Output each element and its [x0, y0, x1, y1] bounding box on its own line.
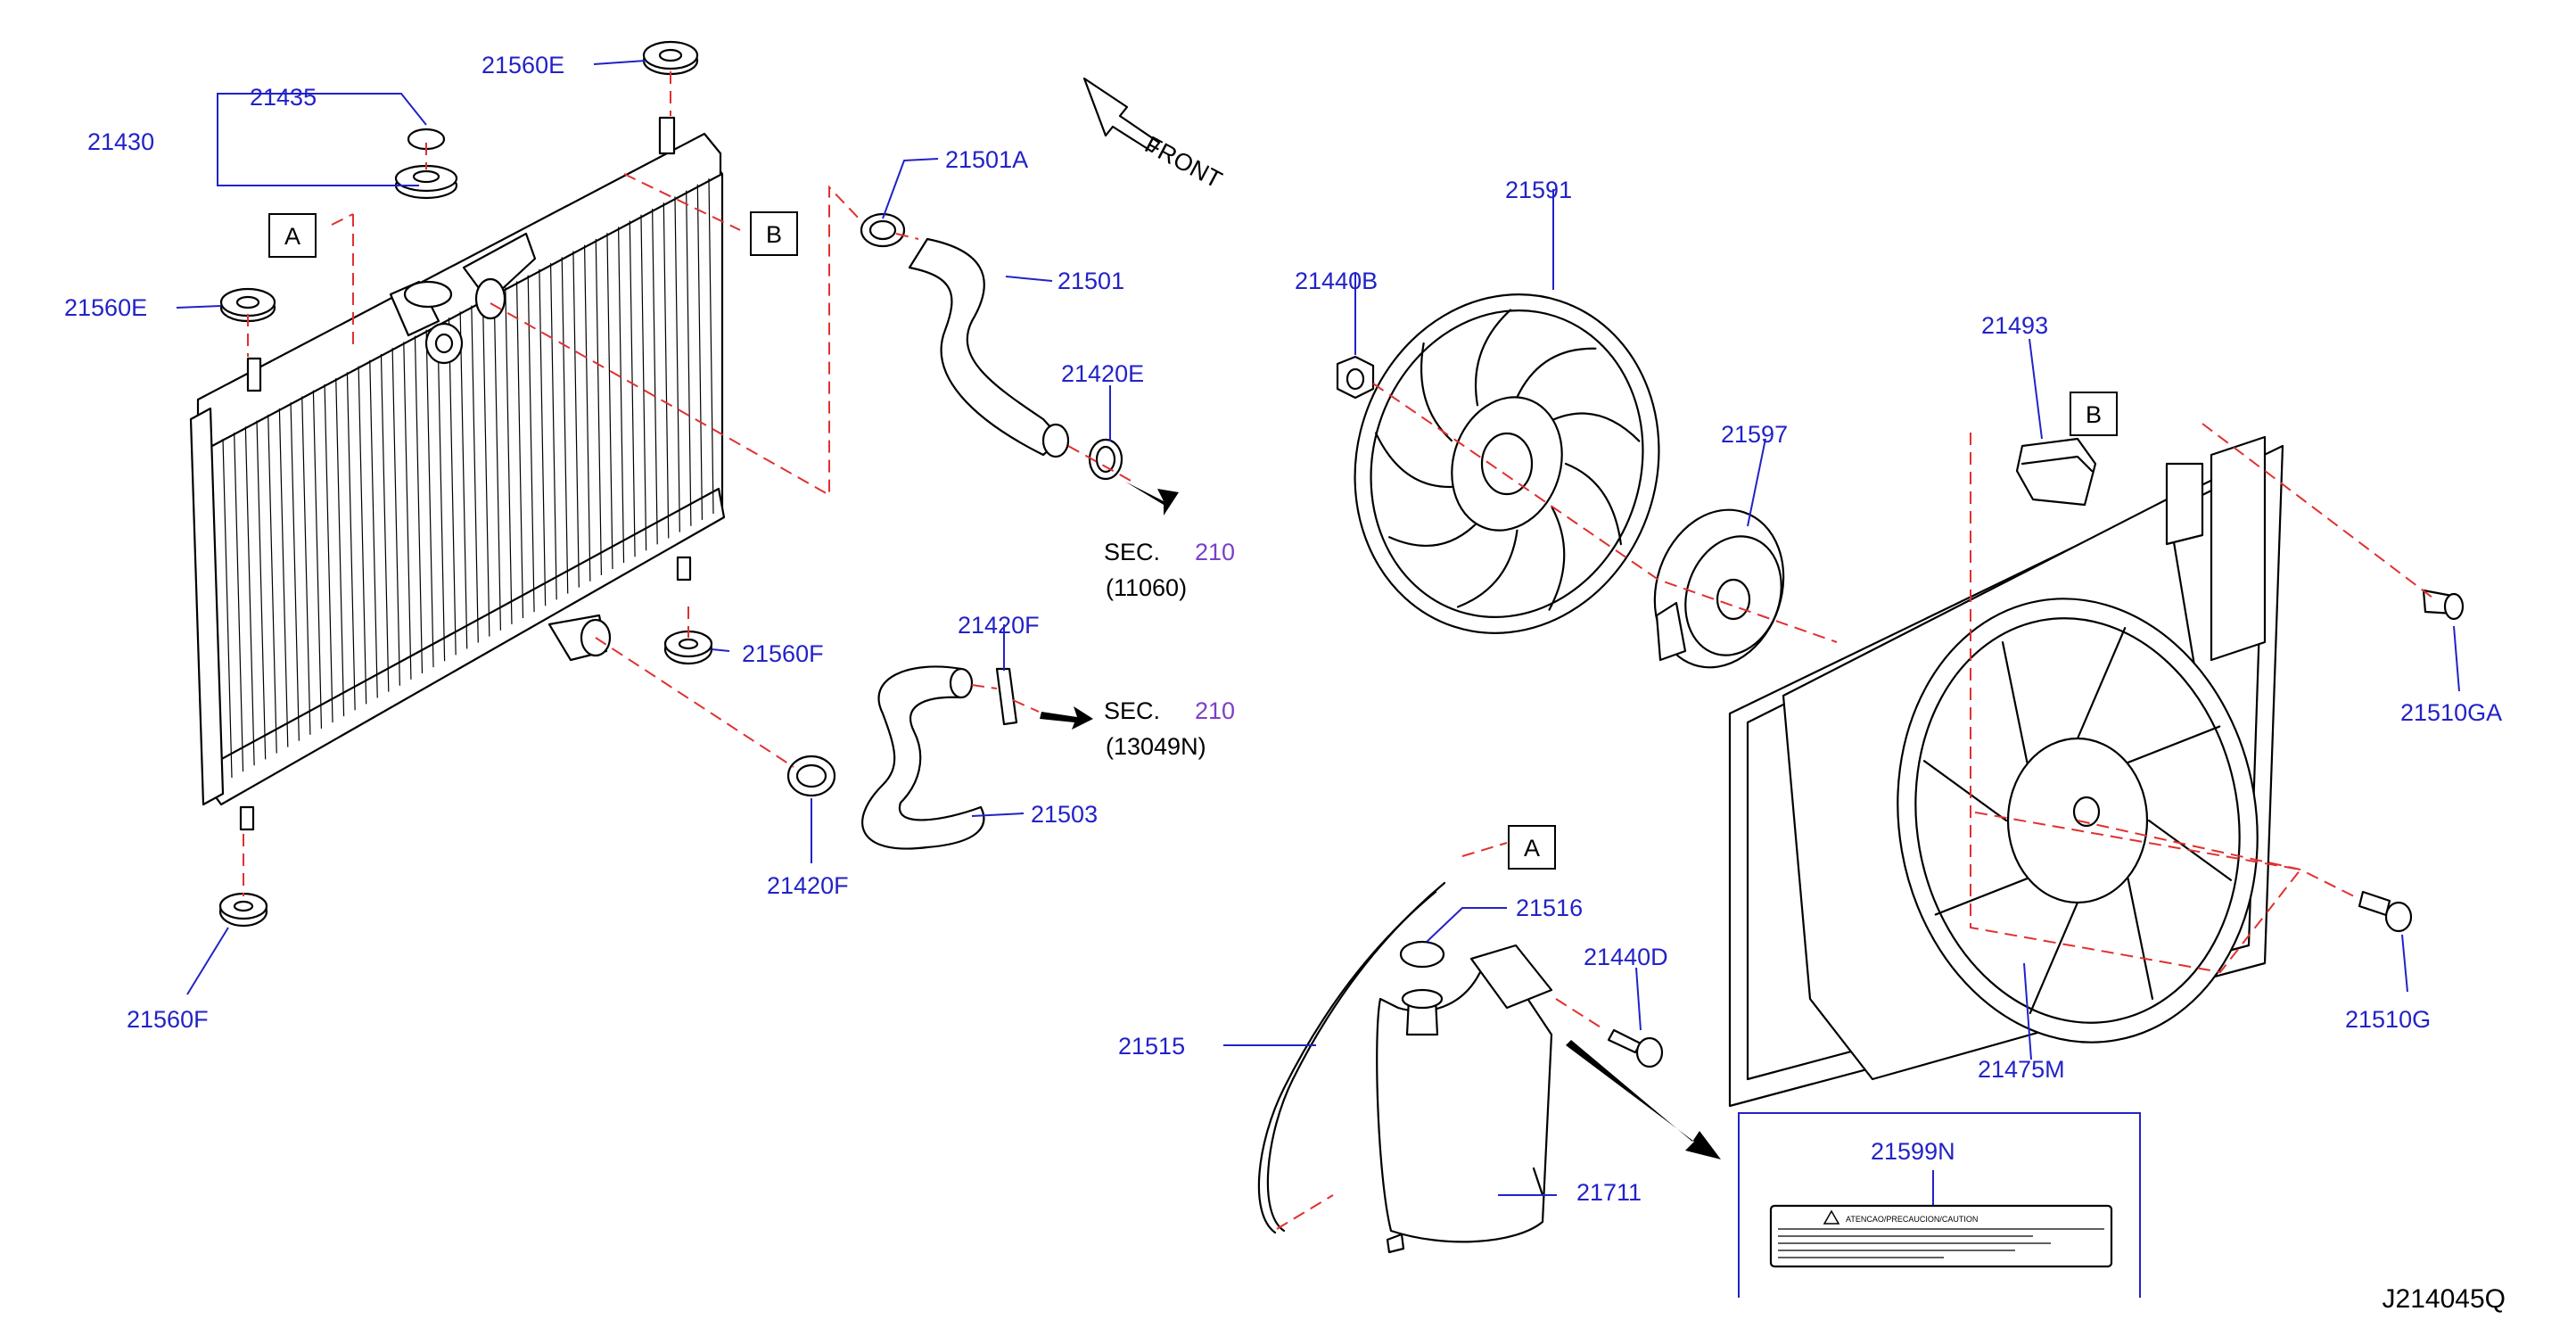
part-number-21560f-right: 21560F [742, 640, 824, 667]
bolt-21440D [1607, 1028, 1664, 1068]
part-number-21599n: 21599N [1871, 1138, 1955, 1165]
part-number-21515: 21515 [1118, 1033, 1185, 1060]
part-number-21440b: 21440B [1295, 268, 1378, 294]
svg-text:B: B [2086, 401, 2102, 428]
svg-text:SEC.: SEC. [1104, 697, 1160, 724]
part-number-21711: 21711 [1576, 1179, 1642, 1206]
view-marker-b-radiator: B [750, 211, 798, 256]
svg-text:(11060): (11060) [1106, 574, 1187, 601]
clamp-21420E [1088, 438, 1123, 481]
part-number-21501a: 21501A [945, 146, 1028, 173]
part-number-21420f-upper: 21420F [958, 612, 1040, 639]
lower-hose [861, 665, 985, 850]
part-number-21560f-bottom: 21560F [127, 1006, 209, 1033]
part-number-21560e-top: 21560E [481, 52, 564, 78]
svg-text:210: 210 [1195, 697, 1235, 724]
nut-21440B [1336, 355, 1375, 400]
bolt-21510GA [2422, 589, 2465, 621]
part-number-21510ga: 21510GA [2400, 699, 2502, 726]
clamp-21501A [860, 212, 906, 248]
svg-text:(13049N): (13049N) [1106, 733, 1206, 760]
dashed-guides [243, 71, 2433, 1230]
fan-blade [1354, 293, 1660, 634]
arrow-to-sec-11060 [1125, 482, 1179, 516]
part-numbers: 21430 21435 21560E 21560E 21501A 21501 2… [64, 52, 2502, 1206]
reservoir-tank [1376, 944, 1553, 1254]
reservoir-cap [1399, 940, 1445, 969]
svg-text:SEC.: SEC. [1104, 539, 1160, 565]
rubber-mount-21560F-bottom [218, 892, 268, 928]
arrow-to-warning-label [1566, 1040, 1721, 1159]
clamp-21420F-upper [995, 667, 1018, 726]
reservoir-hose [1257, 881, 1446, 1234]
radiator-fins [222, 177, 714, 779]
upper-hose [908, 237, 1070, 458]
part-number-21430: 21430 [87, 128, 154, 155]
front-direction-label: FRONT [1140, 131, 1226, 194]
part-number-21560e-left: 21560E [64, 294, 147, 321]
part-number-21516: 21516 [1516, 895, 1583, 921]
view-marker-a-radiator: A [268, 213, 317, 258]
bolt-21510G [2358, 890, 2413, 933]
part-number-21440d: 21440D [1584, 944, 1668, 970]
svg-text:B: B [766, 221, 782, 248]
fan-motor [1653, 508, 1785, 669]
part-number-21475m: 21475M [1978, 1056, 2065, 1083]
svg-text:210: 210 [1195, 539, 1235, 565]
part-number-21435: 21435 [250, 84, 317, 111]
warning-label-inset: ATENCAO/PRECAUCION/CAUTION [1738, 1112, 2141, 1298]
rubber-mount-21560E-left [219, 287, 276, 323]
view-marker-a-reservoir: A [1508, 825, 1556, 870]
rubber-mount-21560F-right [663, 630, 713, 665]
warning-label-text: ATENCAO/PRECAUCION/CAUTION [1846, 1215, 1978, 1224]
rubber-mount-21560E-top [642, 40, 699, 76]
radiator [189, 116, 726, 831]
part-number-21420f-lower: 21420F [767, 872, 849, 899]
front-arrow-icon [1082, 77, 1161, 153]
caution-icon [1823, 1209, 1840, 1225]
part-number-21501: 21501 [1058, 268, 1124, 294]
fan-shroud [1728, 435, 2284, 1108]
clamp-21420F-lower [786, 755, 836, 797]
radiator-cap [394, 164, 458, 200]
svg-text:A: A [1524, 835, 1540, 862]
view-marker-b-shroud: B [2070, 392, 2118, 436]
diagram-id: J214045Q [2383, 1284, 2506, 1314]
part-number-21493: 21493 [1981, 312, 2048, 339]
part-number-21591: 21591 [1505, 177, 1572, 203]
relay-21493 [2015, 437, 2097, 507]
arrow-to-sec-13049n [1040, 706, 1093, 730]
section-ref-11060: SEC. 210 (11060) [1104, 539, 1235, 601]
part-number-21503: 21503 [1031, 801, 1098, 828]
section-ref-13049n: SEC. 210 (13049N) [1104, 697, 1235, 760]
svg-text:A: A [284, 223, 300, 250]
leader-lines [176, 60, 2460, 1206]
part-number-21597: 21597 [1721, 421, 1788, 448]
part-number-21420e: 21420E [1061, 360, 1144, 387]
part-number-21510g: 21510G [2345, 1006, 2431, 1033]
